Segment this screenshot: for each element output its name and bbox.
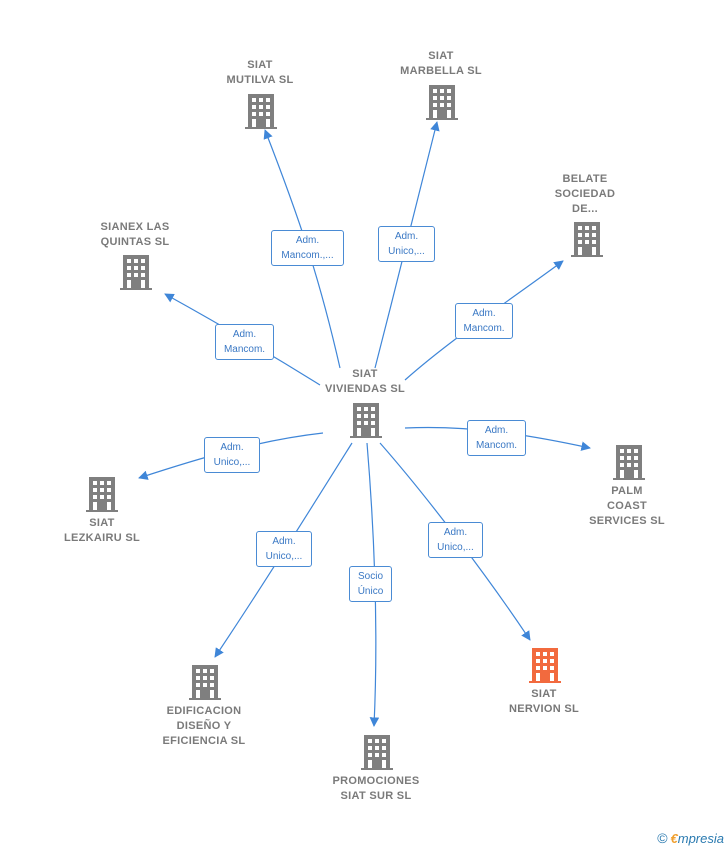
node-siat-lezkairu[interactable]: SIAT LEZKAIRU SL bbox=[52, 516, 152, 546]
node-label: PROMOCIONES SIAT SUR SL bbox=[332, 775, 420, 802]
edge-label-nervion[interactable]: Adm. Unico,... bbox=[428, 522, 483, 558]
edge-label-lezkairu[interactable]: Adm. Unico,... bbox=[204, 437, 260, 473]
node-siat-mutilva[interactable]: SIAT MUTILVA SL bbox=[210, 58, 310, 88]
building-icon-edificacion bbox=[189, 665, 221, 700]
node-label: SIAT VIVIENDAS SL bbox=[324, 368, 405, 395]
building-icon-belate bbox=[571, 222, 603, 257]
node-label: PALM COAST SERVICES SL bbox=[589, 485, 665, 527]
edge-label-mutilva[interactable]: Adm. Mancom.,... bbox=[271, 230, 344, 266]
building-icon-sianex bbox=[120, 255, 152, 290]
brand-logo: €mpresia bbox=[671, 831, 724, 846]
node-palm-coast-services[interactable]: PALM COAST SERVICES SL bbox=[577, 484, 677, 529]
node-label: SIAT MARBELLA SL bbox=[400, 50, 482, 77]
building-icon-palm bbox=[613, 445, 645, 480]
node-siat-viviendas[interactable]: SIAT VIVIENDAS SL bbox=[315, 367, 415, 397]
edge-label-edificacion[interactable]: Adm. Unico,... bbox=[256, 531, 312, 567]
node-label: BELATE SOCIEDAD DE... bbox=[554, 173, 616, 215]
edge-label-promociones[interactable]: Socio Único bbox=[349, 566, 392, 602]
building-icon-promociones bbox=[361, 735, 393, 770]
node-label: SIAT LEZKAIRU SL bbox=[63, 517, 141, 544]
brand-name: mpresia bbox=[677, 831, 724, 846]
node-label: SIAT MUTILVA SL bbox=[226, 59, 294, 86]
brand-initial: € bbox=[670, 831, 678, 846]
edge-label-palm[interactable]: Adm. Mancom. bbox=[467, 420, 526, 456]
node-belate-sociedad[interactable]: BELATE SOCIEDAD DE... bbox=[535, 172, 635, 217]
node-label: SIANEX LAS QUINTAS SL bbox=[100, 221, 170, 248]
building-icon-center bbox=[350, 403, 382, 438]
edge-label-belate[interactable]: Adm. Mancom. bbox=[455, 303, 513, 339]
node-siat-nervion[interactable]: SIAT NERVION SL bbox=[494, 687, 594, 717]
building-icon-mutilva bbox=[245, 94, 277, 129]
edge-label-sianex[interactable]: Adm. Mancom. bbox=[215, 324, 274, 360]
copyright-symbol: © bbox=[657, 830, 668, 846]
node-promociones-siat-sur[interactable]: PROMOCIONES SIAT SUR SL bbox=[316, 774, 436, 804]
node-sianex-las-quintas[interactable]: SIANEX LAS QUINTAS SL bbox=[85, 220, 185, 250]
building-icon-marbella bbox=[426, 85, 458, 120]
edge-label-marbella[interactable]: Adm. Unico,... bbox=[378, 226, 435, 262]
building-icon-nervion bbox=[529, 648, 561, 683]
node-label: EDIFICACION DISEÑO Y EFICIENCIA SL bbox=[162, 705, 246, 747]
footer-brand: ©€mpresia bbox=[657, 830, 724, 846]
node-siat-marbella[interactable]: SIAT MARBELLA SL bbox=[391, 49, 491, 79]
building-icon-lezkairu bbox=[86, 477, 118, 512]
node-label: SIAT NERVION SL bbox=[508, 688, 580, 715]
node-edificacion-diseno[interactable]: EDIFICACION DISEÑO Y EFICIENCIA SL bbox=[144, 704, 264, 749]
